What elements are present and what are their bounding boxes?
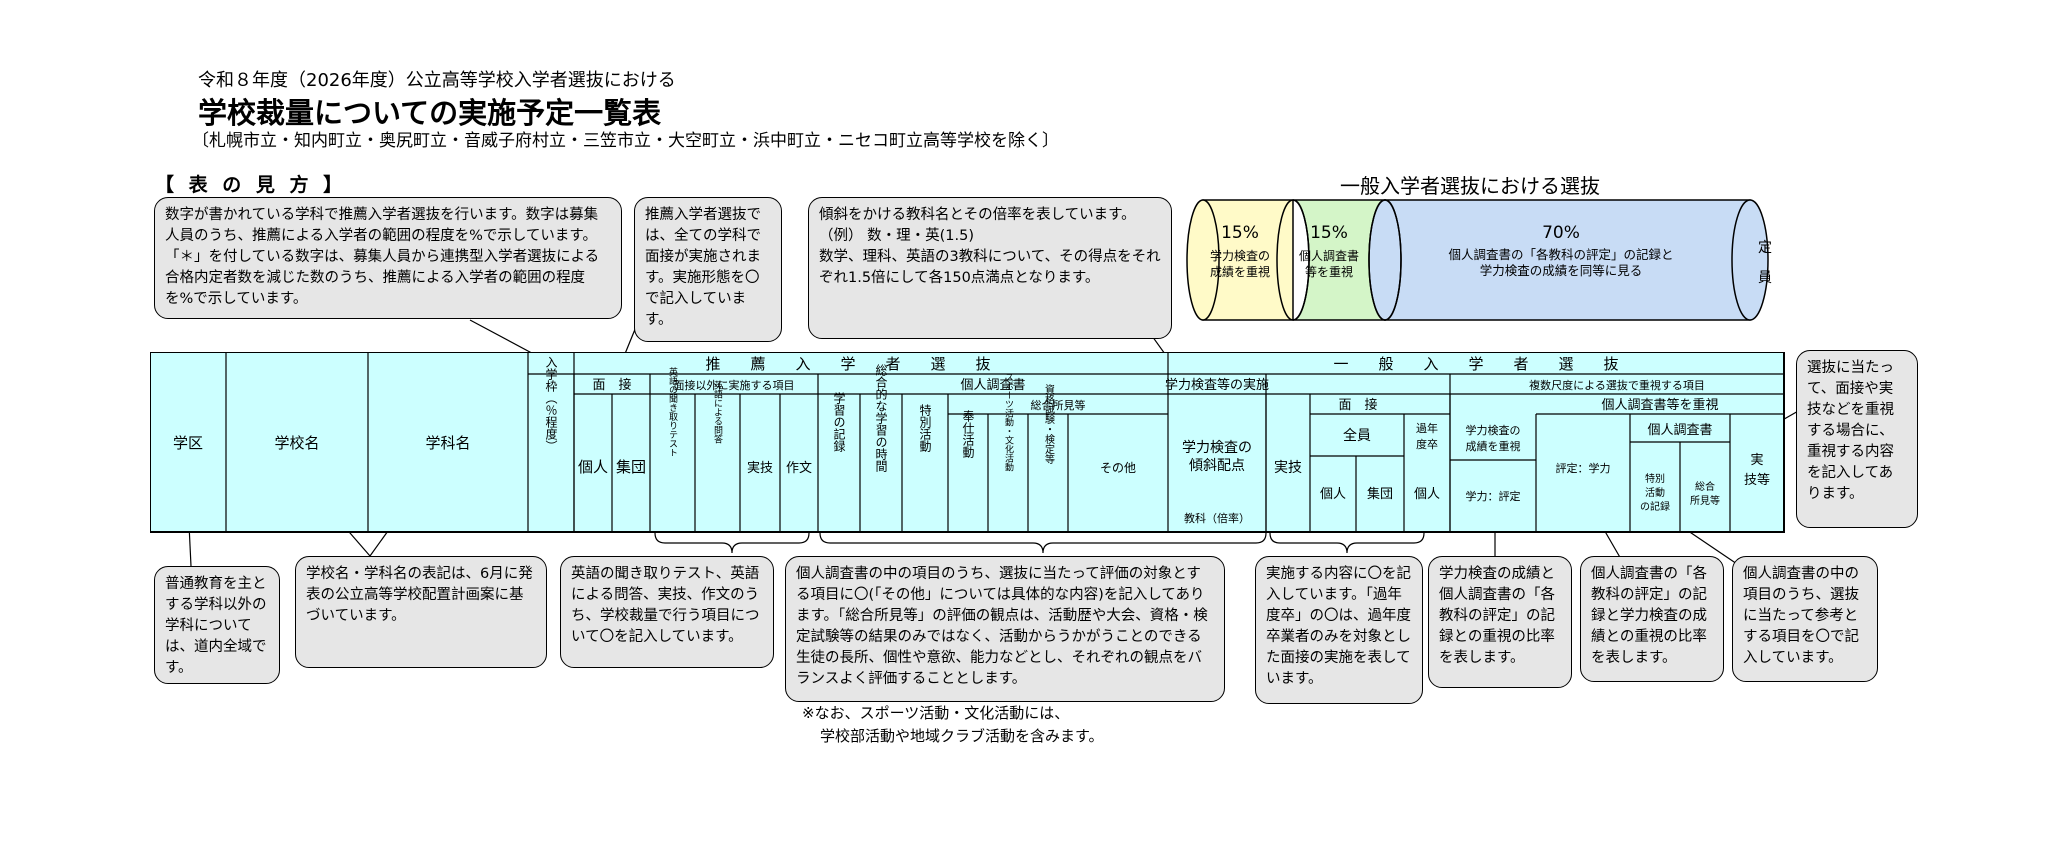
header-table: 学区 学校名 学科名 推 薦 入 学 者 選 抜 一 般 入 学 者 選 抜 面…: [150, 352, 1785, 533]
sogo-shoken-head: 総合所見等: [1031, 398, 1086, 412]
footnote-line1: ※なお、スポーツ活動・文化活動には、: [802, 704, 1070, 722]
seg3-pct: 70%: [1542, 223, 1580, 243]
jitsugito-l1: 実: [1750, 452, 1763, 468]
mensetsu2-head: 面 接: [1338, 397, 1377, 413]
col-eigo-test: 英語の聞き取りテスト: [667, 366, 678, 457]
tokubetsu-l1: 特別: [1645, 473, 1665, 485]
b3-line1: 傾斜をかける教科名とその倍率を表しています。: [819, 207, 1136, 223]
col-nyugaku-waku: 入学枠（％程度）: [544, 356, 558, 452]
b3-line2: （例） 数・理・英(1.5): [819, 228, 974, 245]
ratio-cylinder: 15% 学力検査の 成績を重視 15% 個人調査書 等を重視 70% 個人調査書…: [1186, 199, 1772, 321]
sogo-l1: 総合: [1695, 480, 1715, 493]
jitsugito-l2: 技等: [1744, 472, 1770, 488]
hyotei-gakuryoku: 評定：学力: [1556, 461, 1611, 475]
col-dept: 学科名: [425, 434, 470, 452]
page-title: 学校裁量についての実施予定一覧表: [198, 96, 662, 130]
seg3-label: 個人調査書の「各教科の評定」の記録と: [1448, 247, 1673, 262]
guide-label: 【 表 の 見 方 】: [155, 174, 347, 196]
seg1-label2: 成績を重視: [1210, 264, 1270, 279]
seg3-label2: 学力検査の成績を同等に見る: [1480, 263, 1643, 278]
col-school: 学校名: [274, 434, 319, 452]
kojin-chosa-head: 個人調査書: [960, 378, 1025, 393]
col-hoshi: 奉仕活動: [961, 410, 975, 458]
gakuryoku-jisshi: 学力検査等の実施: [1165, 377, 1269, 393]
ippan-head: 一 般 入 学 者 選 抜: [1333, 355, 1618, 373]
col-shikaku: 資格試験・検定等: [1043, 384, 1055, 464]
bubble-reference-items: 個人調査書の中の項目のうち、選抜に当たって参考とする項目を〇で記入しています。: [1732, 556, 1878, 682]
capacity-label: 定: [1758, 240, 1772, 256]
kyoka-bairitsu: 教科（倍率）: [1184, 511, 1250, 525]
bubble-exam-ratio: 学力検査の成績と個人調査書の「各教科の評定」の記録との重視の比率を表します。: [1428, 556, 1572, 688]
seg2-pct: 15%: [1310, 223, 1348, 243]
suisen-head: 推 薦 入 学 者 選 抜: [705, 355, 990, 373]
title-line1: 令和８年度（2026年度）公立高等学校入学者選抜における: [198, 70, 676, 91]
bubble-school-name: 学校名・学科名の表記は、6月に発表の公立高等学校配置計画案に基づいています。: [295, 556, 547, 668]
col-tokubetsu: 特別活動: [918, 403, 932, 452]
igai-head: 面接以外に実施する項目: [674, 378, 795, 392]
fukusu-head: 複数尺度による選抜で重視する項目: [1529, 378, 1705, 392]
gakuryoku-seiseki-l2: 成績を重視: [1466, 439, 1521, 453]
gakuryoku-hyotei: 学力：評定: [1466, 489, 1521, 503]
bubble-school-district: 普通教育を主とする学科以外の学科については、道内全域です。: [154, 566, 280, 684]
bubble-interview-format: 推薦入学者選抜では、全ての学科で面接が実施されます。実施形態を〇で記入しています…: [634, 197, 782, 342]
kojin-chosa2: 個人調査書: [1647, 423, 1712, 438]
seg1-label: 学力検査の: [1210, 248, 1270, 263]
footnote-line2: 学校部活動や地域クラブ活動を含みます。: [820, 726, 1104, 745]
seg2-label: 個人調査書: [1299, 249, 1359, 263]
tokubetsu-l2: 活動: [1645, 486, 1665, 499]
col-gakushu-kiroku: 学習の記録: [832, 391, 846, 452]
b3-line3: 数学、理科、英語の3教科について、その得点をそれぞれ1.5倍にして各150点満点…: [819, 249, 1161, 287]
col-shudan: 集団: [616, 458, 646, 476]
col-sports: スポーツ活動・文化活動: [1003, 373, 1014, 473]
col-eigo-mondo: 英語による問答: [712, 379, 723, 444]
col-kojin2: 個人: [1320, 487, 1346, 502]
title-exclusions: 〔札幌市立・知内町立・奥尻町立・音威子府村立・三笠市立・大空町立・浜中町立・ニセ…: [192, 131, 1059, 151]
col-sogo-jikan: 総合的な学習の時間: [874, 364, 888, 472]
bubble-weighted-subjects: 傾斜をかける教科名とその倍率を表しています。 （例） 数・理・英(1.5) 数学…: [808, 197, 1172, 339]
bubble-personal-record: 個人調査書の中の項目のうち、選抜に当たって評価の対象とする項目に〇(「その他」に…: [785, 556, 1225, 702]
col-zenin: 全員: [1343, 427, 1371, 444]
seg2-label2: 等を重視: [1305, 264, 1353, 279]
col-jitsugi: 実技: [747, 460, 773, 476]
kojin-juushi-head: 個人調査書等を重視: [1601, 397, 1718, 413]
keisha-l1: 学力検査の: [1182, 440, 1252, 456]
col-sonota: その他: [1100, 461, 1136, 475]
sogo-l2: 所見等: [1690, 494, 1720, 507]
col-shudan2: 集団: [1367, 486, 1393, 502]
gakuryoku-seiseki-l1: 学力検査の: [1466, 423, 1521, 437]
general-selection-heading: 一般入学者選抜における選抜: [1340, 174, 1600, 198]
col-gakku: 学区: [173, 434, 203, 452]
footnote: ※なお、スポーツ活動・文化活動には、 学校部活動や地域クラブ活動を含みます。: [802, 702, 1104, 747]
col-jitsugi2: 実技: [1274, 460, 1302, 476]
bubble-interview-content: 実施する内容に〇を記入しています。「過年度卒」の〇は、過年度卒業者のみを対象とし…: [1255, 556, 1423, 704]
seg1-pct: 15%: [1221, 223, 1259, 243]
bubble-recommendation-quota: 数字が書かれている学科で推薦入学者選抜を行います。数字は募集人員のうち、推薦によ…: [154, 197, 622, 319]
kanen-l2: 度卒: [1416, 437, 1438, 451]
mensetsu-head: 面 接: [592, 377, 631, 393]
capacity-label2: 員: [1758, 270, 1772, 286]
col-kojin3: 個人: [1414, 487, 1440, 502]
bubble-emphasis: 選抜に当たって、面接や実技などを重視する場合に、重視する内容を記入してあります。: [1796, 350, 1918, 528]
kanen-l1: 過年: [1416, 421, 1438, 435]
col-sakubun: 作文: [786, 461, 812, 476]
bubble-grade-ratio: 個人調査書の「各教科の評定」の記録と学力検査の成績との重視の比率を表します。: [1580, 556, 1724, 682]
bubble-other-items: 英語の聞き取りテスト、英語による問答、実技、作文のうち、学校裁量で行う項目につい…: [560, 556, 774, 668]
tokubetsu-l3: の記録: [1640, 500, 1670, 513]
keisha-l2: 傾斜配点: [1189, 458, 1245, 474]
col-kojin: 個人: [578, 458, 608, 476]
